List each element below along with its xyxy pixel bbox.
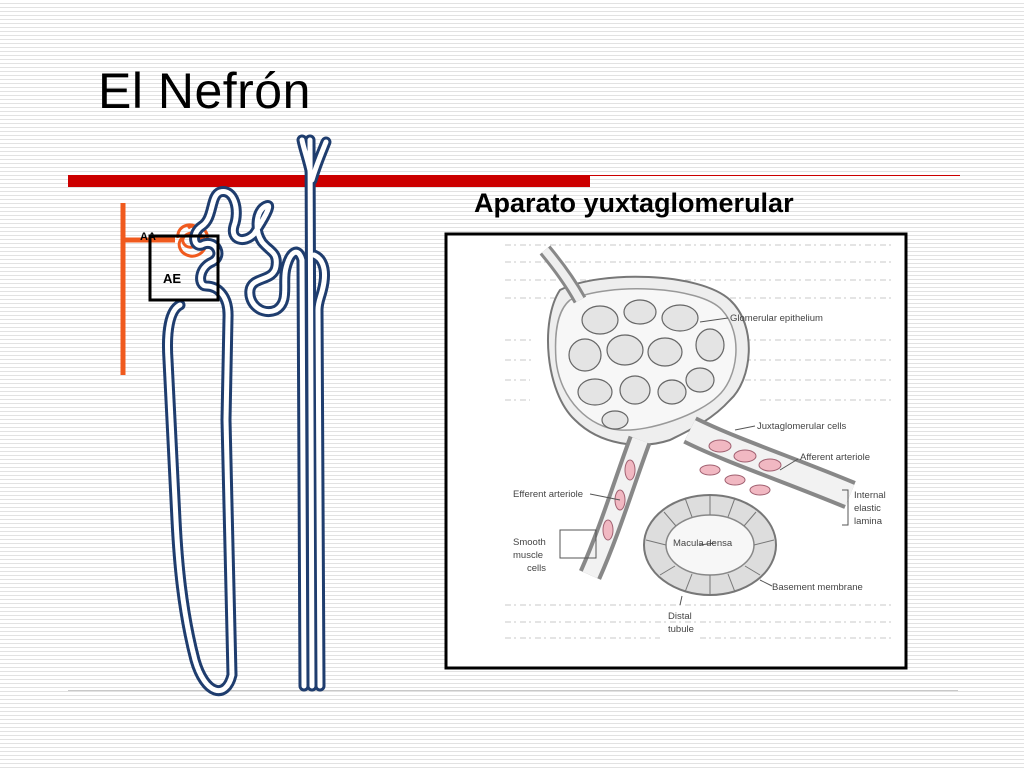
- label-internal-elastic-lamina-3: lamina: [854, 516, 883, 527]
- label-basement-membrane: Basement membrane: [772, 582, 863, 593]
- jga-highlight-box: [148, 234, 220, 302]
- label-juxtaglomerular-cells: Juxtaglomerular cells: [757, 421, 846, 432]
- efferent-arteriole: [579, 435, 652, 580]
- nephron-diagram: AA AE: [120, 134, 332, 700]
- glomerulus: [547, 275, 750, 446]
- background-texture: [505, 244, 895, 639]
- label-smooth-muscle-cells-2: muscle: [513, 550, 543, 561]
- proximal-vessel: [539, 245, 587, 304]
- afferent-arteriole: [683, 416, 856, 509]
- slide-title: El Nefrón: [98, 63, 311, 119]
- label-smooth-muscle-cells-1: Smooth: [513, 537, 546, 548]
- label-afferent-arteriole: Afferent arteriole: [800, 452, 870, 463]
- label-glomerular-epithelium: Glomerular epithelium: [730, 313, 823, 324]
- label-ae: AE: [163, 271, 181, 286]
- label-internal-elastic-lamina-1: Internal: [854, 490, 886, 501]
- label-internal-elastic-lamina-2: elastic: [854, 503, 881, 514]
- footer-rule-line: [68, 690, 958, 691]
- title-underline-bar: [68, 175, 590, 187]
- title-rule-line: [590, 175, 960, 176]
- nephron-tubules: [168, 134, 332, 691]
- label-aa: AA: [140, 231, 156, 243]
- label-efferent-arteriole: Efferent arteriole: [513, 489, 583, 500]
- label-distal-tubule-2: tubule: [668, 624, 694, 635]
- pointer-lines: [559, 317, 849, 606]
- distal-tubule: [643, 494, 777, 596]
- diagram-subtitle: Aparato yuxtaglomerular: [474, 188, 794, 218]
- label-smooth-muscle-cells-3: cells: [527, 563, 546, 574]
- label-distal-tubule-1: Distal: [668, 611, 692, 622]
- histology-frame: [444, 232, 908, 670]
- label-macula-densa: Macula densa: [673, 538, 733, 549]
